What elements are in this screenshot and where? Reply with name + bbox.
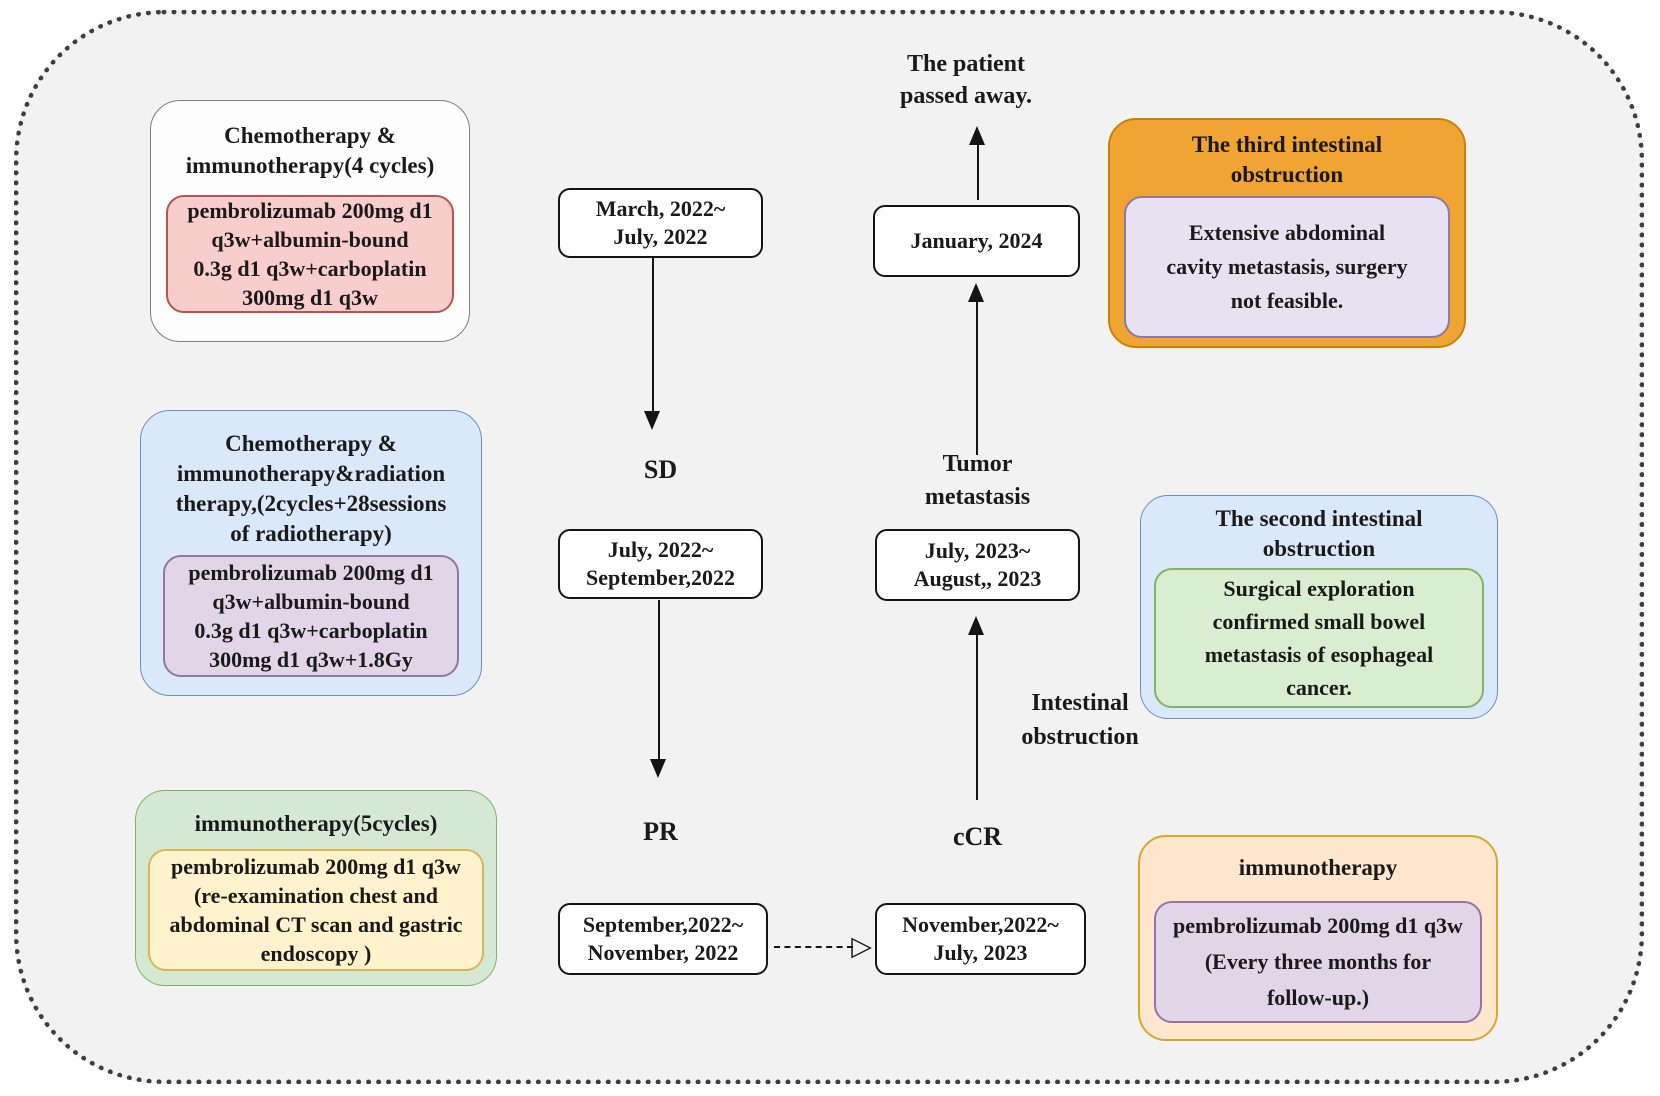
third-obstruction-detail: Extensive abdominal cavity metastasis, s… xyxy=(1124,196,1450,338)
period-box-jan2024: January, 2024 xyxy=(873,205,1080,277)
response-label-pr: PR xyxy=(643,817,678,846)
chemo-immuno-box: Chemotherapy & immunotherapy(4 cycles) p… xyxy=(150,100,470,342)
arrow-shaft xyxy=(975,631,978,800)
response-label-sd: SD xyxy=(643,455,678,484)
response-label-ccr: cCR xyxy=(952,822,1003,851)
chemo-immuno-regimen: pembrolizumab 200mg d1 q3w+albumin-bound… xyxy=(166,195,454,313)
arrow-down-jul2022-to-pr xyxy=(650,600,667,778)
arrow-up-ccr-to-jul2023 xyxy=(968,616,985,800)
period-box-jul2022-sep2022: July, 2022~ September,2022 xyxy=(558,529,763,599)
arrow-dashed-sep2022-to-nov2022: ▷ xyxy=(774,930,872,964)
immunotherapy-followup-detail: pembrolizumab 200mg d1 q3w (Every three … xyxy=(1154,901,1482,1023)
event-label-intestinal-obstruction: Intestinal obstruction xyxy=(1021,690,1139,750)
immunotherapy-5cycles-title: immunotherapy(5cycles) xyxy=(194,811,438,836)
third-obstruction-title: The third intestinal obstruction xyxy=(1191,132,1383,187)
period-box-sep2022-nov2022: September,2022~ November, 2022 xyxy=(558,903,768,975)
dashed-line xyxy=(774,946,854,948)
second-obstruction-title: The second intestinal obstruction xyxy=(1215,506,1423,561)
arrow-up-tumor-to-jan2024 xyxy=(968,283,985,455)
open-arrowhead-icon: ▷ xyxy=(851,930,872,962)
immunotherapy-followup-box: immunotherapy pembrolizumab 200mg d1 q3w… xyxy=(1138,835,1498,1041)
period-box-mar2022-jul2022: March, 2022~ July, 2022 xyxy=(558,188,763,258)
arrow-shaft xyxy=(975,298,978,455)
second-obstruction-detail: Surgical exploration confirmed small bow… xyxy=(1154,568,1484,708)
event-label-tumor-metastasis: Tumor metastasis xyxy=(924,451,1031,510)
chemo-immuno-title: Chemotherapy & immunotherapy(4 cycles) xyxy=(185,123,435,178)
immunotherapy-5cycles-box: immunotherapy(5cycles) pembrolizumab 200… xyxy=(135,790,497,986)
arrow-shaft xyxy=(976,141,979,200)
period-box-jul2023-aug2023: July, 2023~ August,, 2023 xyxy=(875,529,1080,601)
chemo-immuno-radiation-title: Chemotherapy & immunotherapy&radiation t… xyxy=(175,431,447,546)
third-obstruction-box: The third intestinal obstruction Extensi… xyxy=(1108,118,1466,348)
arrow-up-jan2024-to-outcome xyxy=(969,126,986,200)
chemo-immuno-radiation-box: Chemotherapy & immunotherapy&radiation t… xyxy=(140,410,482,696)
immunotherapy-followup-title: immunotherapy xyxy=(1238,855,1398,880)
arrow-shaft xyxy=(651,258,654,415)
arrow-down-mar2022-to-sd xyxy=(644,258,661,430)
immunotherapy-5cycles-regimen: pembrolizumab 200mg d1 q3w (re-examinati… xyxy=(148,849,484,971)
outcome-label-patient-passed-away: The patient passed away. xyxy=(899,51,1033,109)
period-box-nov2022-jul2023: November,2022~ July, 2023 xyxy=(875,903,1086,975)
chemo-immuno-radiation-regimen: pembrolizumab 200mg d1 q3w+albumin-bound… xyxy=(163,555,459,677)
second-obstruction-box: The second intestinal obstruction Surgic… xyxy=(1140,495,1498,719)
arrow-shaft xyxy=(657,600,660,763)
